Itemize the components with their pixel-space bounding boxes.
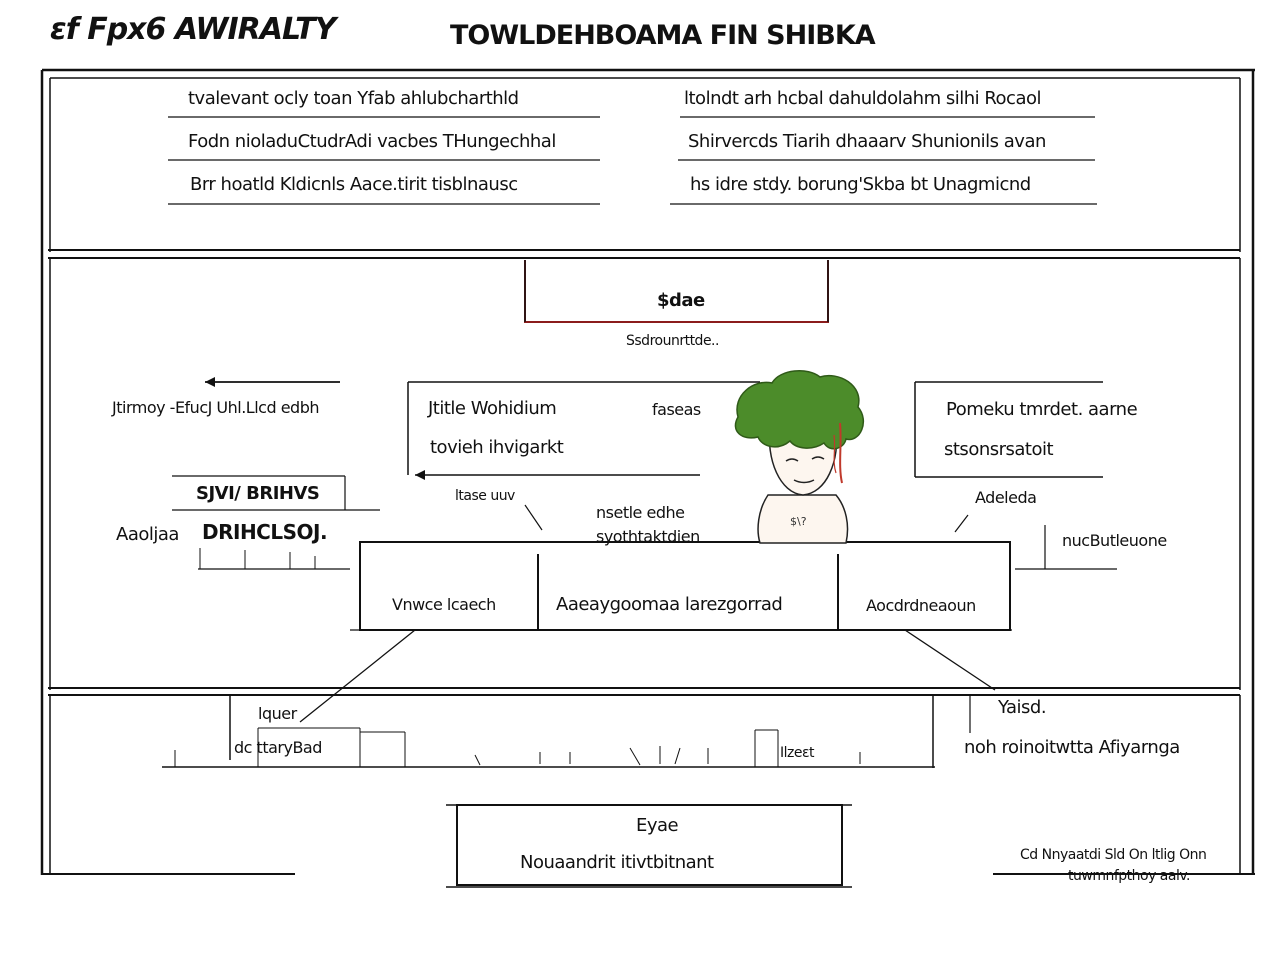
footer-line-1: Cd Nnyaatdi Sld On ltlig Onn (1020, 847, 1207, 863)
top-left-line-1: tvalevant ocly toan Yfab ahlubcharthld (188, 88, 519, 109)
left-arrow-label: Jtirmoy -EfucJ Uhl.Llcd edbh (112, 398, 320, 417)
footer-line-2: tuwmnfpthoy aalv. (1068, 868, 1191, 884)
right-box-line-2: stsonsrsatoit (944, 439, 1054, 460)
left-box-line-2: tovieh ihvigarkt (430, 437, 564, 458)
far-right-label: nucButleuone (1062, 531, 1167, 550)
bottom-right-label-1: Yaisd. (998, 697, 1047, 718)
pointer-center-line-1: nsetle edhe (596, 503, 685, 522)
bottom-box-line-2: Nouaandrit itivtbitnant (520, 852, 714, 873)
timeline-label: Ilzeɛt (780, 745, 815, 761)
pointer-center-line-2: syothtaktdien (596, 527, 700, 546)
top-right-line-2: Shirvercds Tiarih dhaaarv Shunionils ava… (688, 131, 1046, 152)
right-box-line-1: Pomeku tmrdet. aarne (946, 399, 1138, 420)
pointer-left-label: ltase uuv (455, 488, 515, 504)
left-box-line-1: Jtitle Wohidium (428, 398, 557, 419)
bottom-inner-label-2: dc ttaryBad (234, 738, 322, 757)
top-right-line-3: hs idre stdy. borung'Skba bt Unagmicnd (690, 174, 1031, 195)
pointer-right-label: Adeleda (975, 488, 1037, 507)
bottom-box-line-1: Eyae (636, 815, 679, 836)
bottom-inner-label-1: lquer (258, 704, 297, 723)
segment-2-label: Aaeaygoomaa larezgorrad (556, 594, 783, 615)
header-center-title: TOWLDEHBOAMA FIN SHIBKA (450, 20, 876, 51)
top-left-line-3: Brr hoatld Kldicnls Aace.tirit tisblnaus… (190, 174, 518, 195)
top-left-line-2: Fodn nioladuCtudrAdi vacbes THungechhal (188, 131, 556, 152)
top-right-line-1: ltolndt arh hcbal dahuldolahm silhi Roca… (684, 88, 1041, 109)
stamp-top-label: SJVI/ BRIHVS (196, 483, 320, 504)
top-box-label: $dae (657, 290, 705, 311)
svg-text:$\?: $\? (790, 515, 807, 528)
stamp-main-label: DRIHCLSOJ. (202, 520, 328, 544)
segment-3-label: Aocdrdneaoun (866, 596, 976, 615)
segment-1-label: Vnwce lcaech (392, 595, 496, 614)
header-left-title: ɛf Fpx6 AWIRALTY (50, 12, 336, 47)
bottom-right-label-2: noh roinoitwtta Afiyarnga (964, 737, 1180, 758)
character-illustration: $\? (734, 370, 864, 544)
left-box-side-label: faseas (652, 400, 701, 419)
top-box-caption: Ssdrounrttde.. (626, 333, 719, 349)
stamp-left-label: Aaoljaa (116, 524, 179, 545)
